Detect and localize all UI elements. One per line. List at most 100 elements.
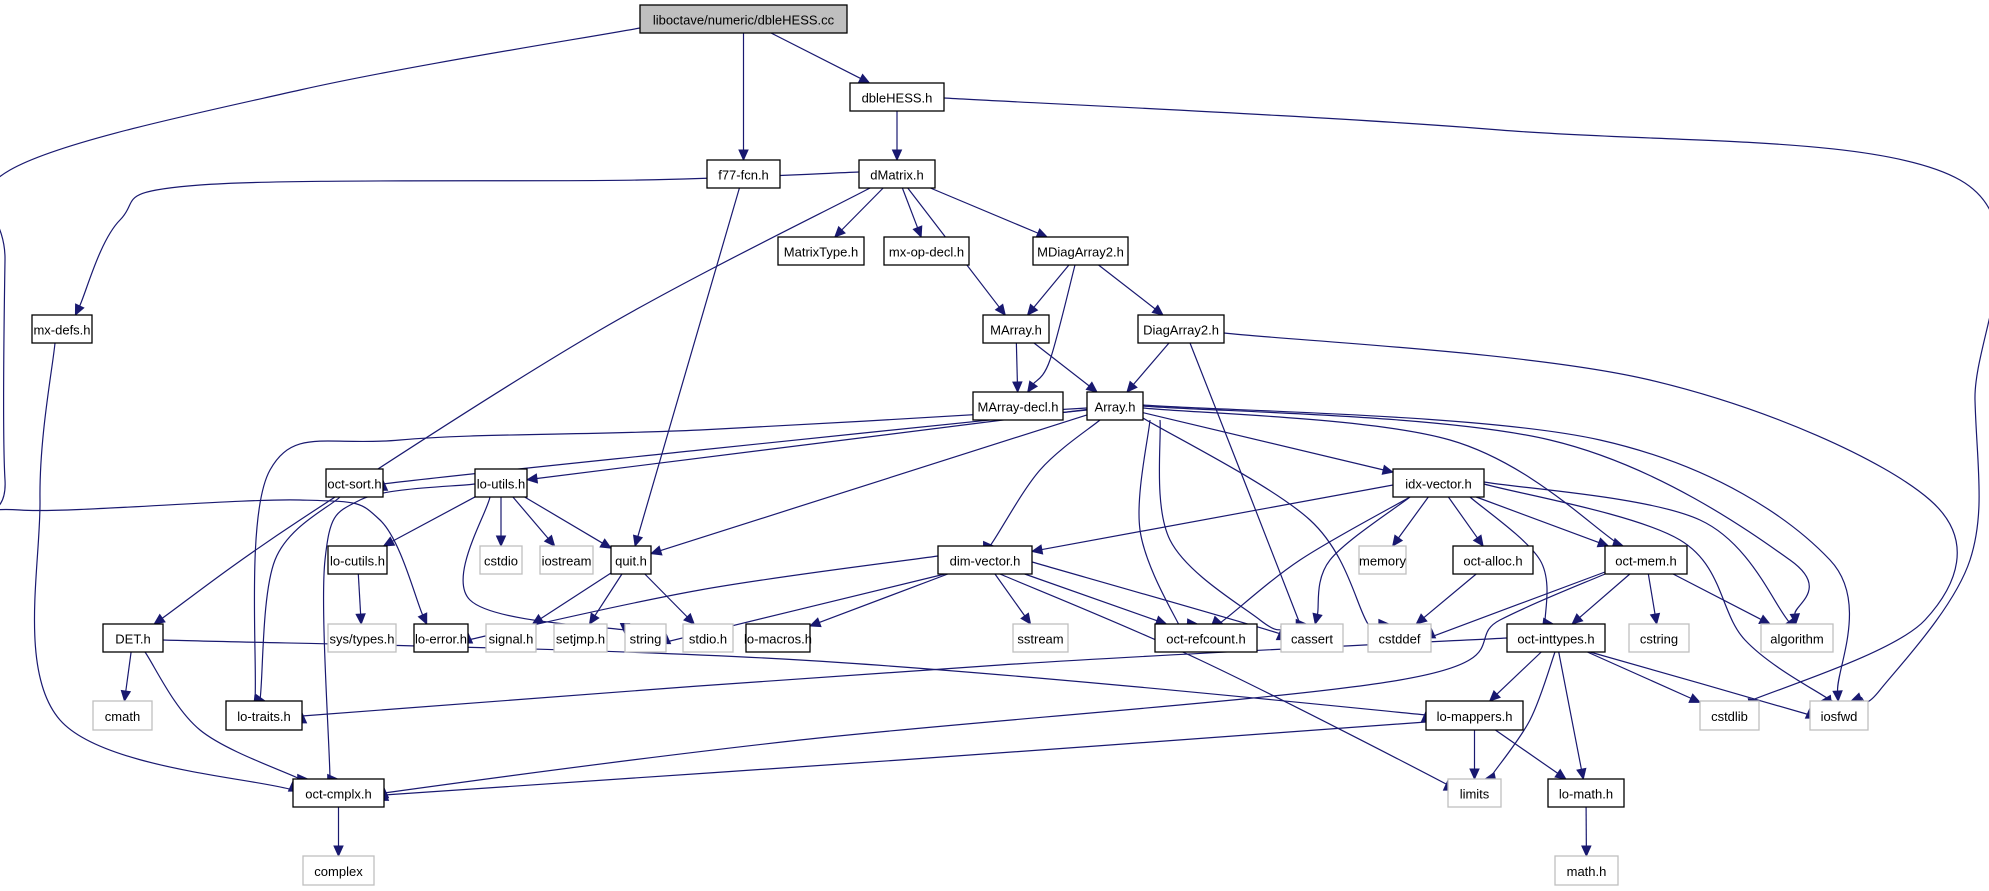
node-DET[interactable]: DET.h: [102, 623, 164, 653]
edge-line: [1647, 573, 1656, 615]
node-Array[interactable]: Array.h: [1086, 391, 1144, 421]
node-box[interactable]: [1137, 314, 1225, 344]
node-label: mx-defs.h: [33, 323, 90, 338]
node-octalloc[interactable]: oct-alloc.h: [1452, 545, 1534, 575]
node-label: dim-vector.h: [950, 554, 1021, 569]
node-lomath[interactable]: lo-math.h: [1547, 778, 1625, 808]
edge-line: [1558, 651, 1582, 770]
node-label: lo-macros.h: [744, 632, 812, 647]
node-label: oct-inttypes.h: [1517, 632, 1594, 647]
node-mxopdecl[interactable]: mx-op-decl.h: [883, 236, 970, 266]
node-box[interactable]: [858, 159, 936, 189]
node-dMatrix[interactable]: dMatrix.h: [858, 159, 936, 189]
node-dimvector[interactable]: dim-vector.h: [937, 545, 1033, 575]
node-box[interactable]: [292, 778, 385, 808]
node-box[interactable]: [883, 236, 970, 266]
node-MatrixType[interactable]: MatrixType.h: [777, 236, 865, 266]
node-label: math.h: [1567, 864, 1607, 879]
node-label: memory: [1359, 554, 1406, 569]
node-box[interactable]: [31, 314, 93, 344]
node-octcmplx[interactable]: oct-cmplx.h: [292, 778, 385, 808]
edge-line: [999, 573, 1467, 797]
node-box[interactable]: [1506, 623, 1606, 653]
node-box[interactable]: [982, 314, 1050, 344]
node-box[interactable]: [1086, 391, 1144, 421]
node-box[interactable]: [1392, 468, 1485, 498]
node-box[interactable]: [639, 4, 848, 34]
node-lomappers[interactable]: lo-mappers.h: [1425, 700, 1524, 731]
node-box[interactable]: [474, 468, 528, 498]
node-label: oct-alloc.h: [1463, 554, 1522, 569]
edge-line: [162, 187, 871, 619]
node-mathh: math.h: [1554, 855, 1619, 886]
node-box[interactable]: [225, 700, 303, 731]
arrowhead-icon: [1151, 304, 1164, 316]
node-octrefcount[interactable]: oct-refcount.h: [1154, 623, 1258, 653]
arrowhead-icon: [355, 613, 366, 626]
node-box[interactable]: [777, 236, 865, 266]
node-box[interactable]: [1154, 623, 1258, 653]
node-lotraits[interactable]: lo-traits.h: [225, 700, 303, 731]
edge-idxvector-to-cassert: [1312, 496, 1411, 626]
node-octsort[interactable]: oct-sort.h: [325, 468, 384, 498]
arrowhead-icon: [683, 612, 696, 625]
node-box[interactable]: [102, 623, 164, 653]
edge-line: [540, 572, 612, 620]
node-box[interactable]: [745, 623, 811, 653]
node-mxdefs[interactable]: mx-defs.h: [31, 314, 93, 344]
edge-Array-to-octrefcount: [1138, 419, 1199, 631]
edge-octmem-to-algorithm: [1672, 573, 1771, 625]
arrowhead-icon: [1026, 303, 1039, 316]
node-box[interactable]: [327, 545, 388, 575]
node-box[interactable]: [1425, 700, 1524, 731]
edge-line: [253, 407, 1088, 718]
node-label: limits: [1460, 787, 1490, 802]
edge-line: [1041, 484, 1394, 551]
node-loerror[interactable]: lo-error.h: [413, 623, 469, 653]
node-box[interactable]: [937, 545, 1033, 575]
node-quit[interactable]: quit.h: [610, 545, 652, 575]
edge-Array-to-quit: [649, 414, 1088, 556]
node-box: [1628, 623, 1690, 653]
node-octmem[interactable]: oct-mem.h: [1604, 545, 1688, 575]
arrowhead-icon: [1381, 464, 1395, 475]
arrowhead-icon: [74, 303, 85, 317]
edge-octsort-to-lotraits: [253, 496, 341, 711]
node-octinttypes[interactable]: oct-inttypes.h: [1506, 623, 1606, 653]
node-box[interactable]: [849, 82, 945, 112]
edge-octinttypes-to-lomappers: [1488, 651, 1542, 702]
arrowhead-icon: [120, 689, 132, 703]
node-dbleHESS[interactable]: dbleHESS.h: [849, 82, 945, 112]
node-box[interactable]: [1452, 545, 1534, 575]
node-idxvector[interactable]: idx-vector.h: [1392, 468, 1485, 498]
edge-lomappers-to-octcmplx: [345, 721, 1427, 801]
node-f77fcn[interactable]: f77-fcn.h: [706, 159, 781, 189]
node-label: MArray.h: [990, 323, 1042, 338]
node-DiagArray2[interactable]: DiagArray2.h: [1137, 314, 1225, 344]
node-label: oct-refcount.h: [1166, 632, 1246, 647]
node-box[interactable]: [1547, 778, 1625, 808]
node-box[interactable]: [972, 391, 1064, 421]
node-MDiagArray2[interactable]: MDiagArray2.h: [1032, 236, 1129, 266]
node-box[interactable]: [413, 623, 469, 653]
arrowhead-icon: [1581, 845, 1592, 858]
node-MArray[interactable]: MArray.h: [982, 314, 1050, 344]
node-root[interactable]: liboctave/numeric/dbleHESS.cc: [639, 4, 848, 34]
node-box[interactable]: [1604, 545, 1688, 575]
node-box[interactable]: [706, 159, 781, 189]
edge-line: [644, 573, 688, 618]
node-box[interactable]: [1032, 236, 1129, 266]
node-locutils[interactable]: lo-cutils.h: [327, 545, 388, 575]
node-loutils[interactable]: lo-utils.h: [474, 468, 528, 498]
arrowhead-icon: [738, 149, 749, 162]
node-label: oct-sort.h: [327, 477, 381, 492]
edge-line: [994, 573, 1026, 617]
node-lomacros[interactable]: lo-macros.h: [744, 623, 812, 653]
node-box[interactable]: [325, 468, 384, 498]
node-box[interactable]: [610, 545, 652, 575]
edge-line: [1579, 573, 1631, 618]
node-limits: limits: [1447, 778, 1502, 808]
node-MArraydecl[interactable]: MArray-decl.h: [972, 391, 1064, 421]
node-label: algorithm: [1770, 632, 1823, 647]
